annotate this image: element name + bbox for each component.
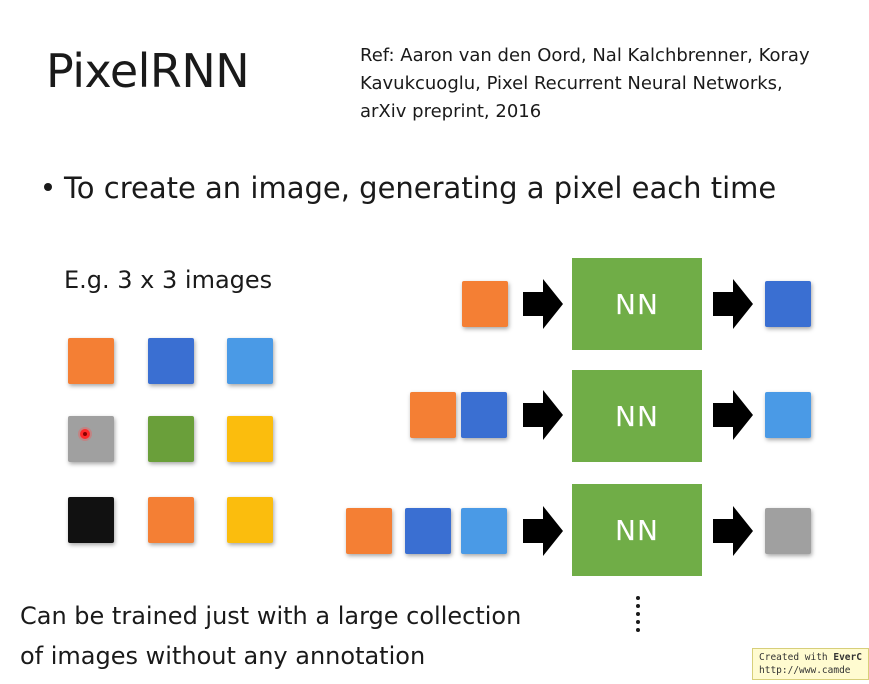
- input-pixel-1-0: [410, 392, 456, 438]
- arrow-right-icon: [523, 506, 563, 556]
- example-label: E.g. 3 x 3 images: [64, 266, 273, 294]
- grid-pixel-2-1: [148, 497, 194, 543]
- pointer-dot-icon: [80, 429, 90, 439]
- grid-pixel-1-1: [148, 416, 194, 462]
- watermark-line-1: Created with EverC: [759, 652, 862, 663]
- grid-pixel-0-1: [148, 338, 194, 384]
- output-pixel-2: [765, 508, 811, 554]
- nn-box: NN: [572, 370, 702, 462]
- watermark-line-2: http://www.camde: [759, 665, 851, 676]
- reference-line-2: Kavukcuoglu, Pixel Recurrent Neural Netw…: [360, 73, 783, 94]
- input-pixel-1-1: [461, 392, 507, 438]
- caption-line-1: Can be trained just with a large collect…: [20, 602, 522, 630]
- reference-line-3: arXiv preprint, 2016: [360, 101, 542, 122]
- output-pixel-0: [765, 281, 811, 327]
- bullet-point: To create an image, generating a pixel e…: [44, 170, 776, 206]
- arrow-right-icon: [523, 390, 563, 440]
- slide-title: PixelRNN: [46, 44, 250, 98]
- grid-pixel-0-2: [227, 338, 273, 384]
- bullet-text: To create an image, generating a pixel e…: [64, 171, 777, 205]
- grid-pixel-1-0: [68, 416, 114, 462]
- grid-pixel-2-0: [68, 497, 114, 543]
- arrow-right-icon: [523, 279, 563, 329]
- output-pixel-1: [765, 392, 811, 438]
- grid-pixel-1-2: [227, 416, 273, 462]
- input-pixel-2-0: [346, 508, 392, 554]
- grid-pixel-0-0: [68, 338, 114, 384]
- vertical-ellipsis-icon: [636, 596, 640, 636]
- reference-text: Ref: Aaron van den Oord, Nal Kalchbrenne…: [360, 42, 860, 126]
- arrow-right-icon: [713, 279, 753, 329]
- arrow-right-icon: [713, 506, 753, 556]
- watermark-badge[interactable]: Created with EverC http://www.camde: [752, 648, 869, 680]
- input-pixel-0-0: [462, 281, 508, 327]
- caption: Can be trained just with a large collect…: [20, 596, 580, 676]
- bullet-dot-icon: [44, 183, 52, 191]
- nn-box: NN: [572, 258, 702, 350]
- nn-box: NN: [572, 484, 702, 576]
- caption-line-2: of images without any annotation: [20, 642, 426, 670]
- input-pixel-2-1: [405, 508, 451, 554]
- input-pixel-2-2: [461, 508, 507, 554]
- grid-pixel-2-2: [227, 497, 273, 543]
- reference-line-1: Ref: Aaron van den Oord, Nal Kalchbrenne…: [360, 45, 810, 66]
- arrow-right-icon: [713, 390, 753, 440]
